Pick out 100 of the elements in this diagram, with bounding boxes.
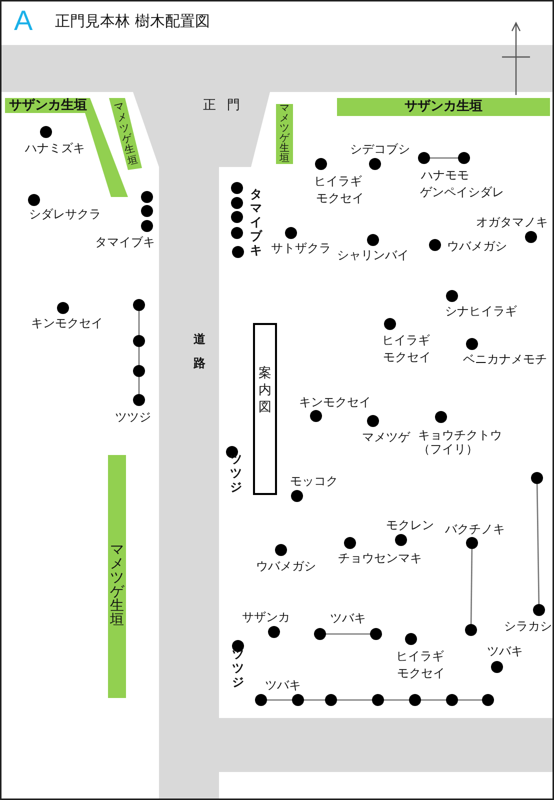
tree-dot <box>465 624 477 636</box>
tree-dot <box>525 231 537 243</box>
connector-line <box>421 699 446 701</box>
tree-dot <box>133 394 145 406</box>
connector-line <box>138 347 140 365</box>
tree-name-label: ハナミズキ <box>25 141 85 155</box>
tree-dot <box>395 534 407 546</box>
tree-dot <box>268 626 280 638</box>
tree-dot <box>344 537 356 549</box>
information-board <box>253 323 277 495</box>
tree-name-label: ツツジ <box>230 452 242 494</box>
hedge-band <box>108 455 126 698</box>
tree-dot <box>141 191 153 203</box>
tree-dot <box>384 318 396 330</box>
tree-dot <box>232 246 244 258</box>
tree-name-label: モクセイ <box>316 191 364 205</box>
tree-dot <box>285 227 297 239</box>
connector-line <box>458 699 482 701</box>
tree-name-label: ヒイラギ <box>382 333 430 347</box>
tree-dot <box>231 211 243 223</box>
tree-name-label: ツバキ <box>330 611 366 625</box>
tree-dot <box>446 694 458 706</box>
hedge-label: マメツゲ生垣 <box>112 100 140 168</box>
tree-name-label: タマイブキ <box>250 187 262 257</box>
connector-line <box>267 699 292 701</box>
tree-dot <box>446 290 458 302</box>
tree-name-label: モクレン <box>386 518 434 532</box>
hedge-label: マメツゲ生垣 <box>279 104 290 164</box>
tree-dot <box>369 158 381 170</box>
tree-dot <box>314 628 326 640</box>
tree-name-label: オガタマノキ <box>476 215 548 229</box>
tree-dot <box>231 227 243 239</box>
tree-dot <box>231 182 243 194</box>
tree-dot <box>429 239 441 251</box>
tree-name-label: ゲンペイシダレ <box>420 185 504 199</box>
connector-line <box>326 633 370 635</box>
tree-name-label: ヒイラギ <box>314 174 362 188</box>
board-label: 案内図 <box>258 365 272 416</box>
tree-dot <box>315 158 327 170</box>
connector-line <box>536 484 540 604</box>
tree-dot <box>405 633 417 645</box>
tree-name-label: マメツゲ <box>362 430 410 444</box>
tree-dot <box>133 335 145 347</box>
tree-dot <box>292 694 304 706</box>
tree-dot <box>310 410 322 422</box>
tree-dot <box>28 194 40 206</box>
tree-dot <box>231 197 243 209</box>
hedge-label: マメツゲ生垣 <box>110 543 124 627</box>
tree-name-label: ツバキ <box>487 644 523 658</box>
tree-dot <box>531 472 543 484</box>
connector-line <box>337 699 372 701</box>
area-letter: A <box>14 6 33 36</box>
map-title: 正門見本林 樹木配置図 <box>55 11 210 31</box>
tree-name-label: タマイブキ <box>95 235 155 249</box>
tree-dot <box>435 411 447 423</box>
tree-name-label: シャリンバイ <box>337 248 409 262</box>
tree-name-label: ツツジ <box>232 647 244 689</box>
place-label: 道路 <box>193 331 206 372</box>
connector-line <box>138 377 140 394</box>
tree-dot <box>255 694 267 706</box>
tree-name-label: ウバメガシ <box>256 559 316 573</box>
tree-dot <box>133 365 145 377</box>
tree-dot <box>40 126 52 138</box>
hedge-label: サザンカ生垣 <box>404 99 482 115</box>
tree-dot <box>291 490 303 502</box>
tree-name-label: ツツジ <box>115 410 151 424</box>
tree-name-label: ウバメガシ <box>447 239 507 253</box>
tree-dot <box>491 661 503 673</box>
tree-name-label: シデコブシ <box>350 142 410 156</box>
tree-dot <box>141 220 153 232</box>
tree-dot <box>466 338 478 350</box>
place-label: 正門 <box>203 98 251 114</box>
hedge-band <box>276 104 293 164</box>
tree-name-label: ベニカナメモチ <box>463 352 547 366</box>
tree-dot <box>466 537 478 549</box>
connector-line <box>470 549 473 624</box>
tree-name-label: キョウチクトウ（フイリ） <box>418 428 503 456</box>
tree-name-label: キンモクセイ <box>31 316 103 330</box>
hedge-label: サザンカ生垣 <box>9 98 87 113</box>
tree-name-label: サトザクラ <box>271 241 331 255</box>
tree-name-label: シダレサクラ <box>29 207 101 221</box>
tree-name-label: モクセイ <box>397 666 445 680</box>
tree-name-label: モクセイ <box>383 350 431 364</box>
tree-dot <box>370 628 382 640</box>
connector-line <box>384 699 409 701</box>
tree-name-label: チョウセンマキ <box>338 551 422 565</box>
hedge-band <box>337 98 550 116</box>
tree-name-label: ツバキ <box>265 678 301 692</box>
tree-dot <box>372 694 384 706</box>
tree-name-label: モッコク <box>290 474 338 488</box>
tree-name-label: ヒイラギ <box>396 649 444 663</box>
tree-dot <box>367 415 379 427</box>
tree-dot <box>367 234 379 246</box>
tree-dot <box>133 299 145 311</box>
tree-name-label: シラカシ <box>504 619 552 633</box>
tree-dot <box>325 694 337 706</box>
tree-dot <box>409 694 421 706</box>
tree-dot <box>418 152 430 164</box>
connector-line <box>304 699 325 701</box>
tree-name-label: シナヒイラギ <box>445 304 517 318</box>
